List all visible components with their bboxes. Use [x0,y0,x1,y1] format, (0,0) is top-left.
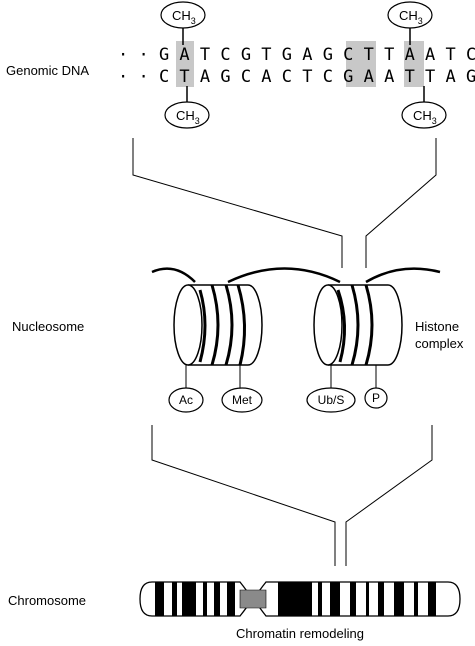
cg-highlight-1 [176,41,194,87]
histone-mark-ac: Ac [168,365,204,413]
nucleosome-label: Nucleosome [12,319,84,334]
cg-highlights [176,41,424,87]
dna-to-nucleosome-connector [132,138,437,268]
svg-text:CH3: CH3 [176,108,200,126]
svg-text:CH3: CH3 [413,108,437,126]
nucleosome-left [173,284,263,366]
dna-top-strand: · · G A T C G T G A G C T T A A T C G G … [118,45,475,65]
nucleosome-right [313,284,403,366]
svg-text:· · G A T C G T G A G C T T A: · · G A T C G T G A G C T T A A T C G G … [118,45,475,65]
methyl-bottom-left: CH3 [164,86,210,129]
cg-highlight-2 [346,41,376,87]
methyl-bottom-right: CH3 [401,86,447,129]
linker-dna [151,267,441,284]
histone-mark-ub-s: Ub/S [306,365,356,413]
histone-label-line1: Histone [415,319,459,334]
methyl-top-right: CH3 [387,1,433,45]
svg-text:CH3: CH3 [399,8,423,26]
svg-text:P: P [372,391,380,405]
svg-text:Ac: Ac [179,393,193,407]
svg-text:Ub/S: Ub/S [318,393,345,407]
cg-highlight-3 [404,41,424,87]
genomic-dna-label: Genomic DNA [6,63,89,78]
chromosome [139,581,461,617]
svg-text:Met: Met [232,393,253,407]
svg-text:· · C T A G C A C T C G A A T: · · C T A G C A C T C G A A T T A G C C … [118,67,475,87]
histone-mark-p: P [364,365,388,409]
chromatin-remodeling-caption: Chromatin remodeling [236,626,364,641]
histone-label-line2: complex [415,336,464,351]
chromosome-label: Chromosome [8,593,86,608]
dna-bottom-strand: · · C T A G C A C T C G A A T T A G C C … [118,67,475,87]
methyl-top-left: CH3 [160,1,206,45]
histone-mark-met: Met [221,365,263,413]
nucleosome-to-chromosome-connector [151,425,433,566]
svg-text:CH3: CH3 [172,8,196,26]
